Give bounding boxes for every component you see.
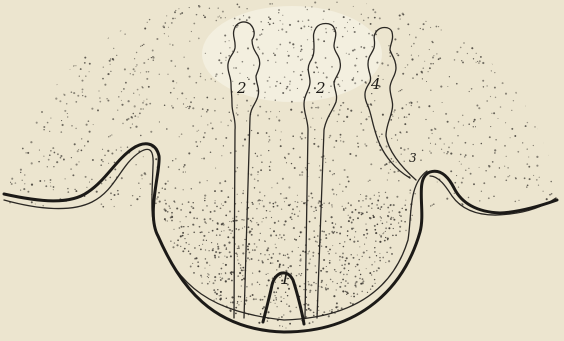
light-patch — [202, 6, 382, 102]
label-right-stalk: 4 — [370, 75, 381, 93]
label-middle-stalk: 2 — [315, 79, 326, 97]
tissue-stipple — [159, 200, 413, 329]
label-small-hook: 3 — [409, 151, 417, 165]
label-base: 1 — [280, 269, 291, 289]
outer-wall-outline — [4, 144, 557, 332]
label-left-stalk: 2 — [236, 79, 247, 97]
